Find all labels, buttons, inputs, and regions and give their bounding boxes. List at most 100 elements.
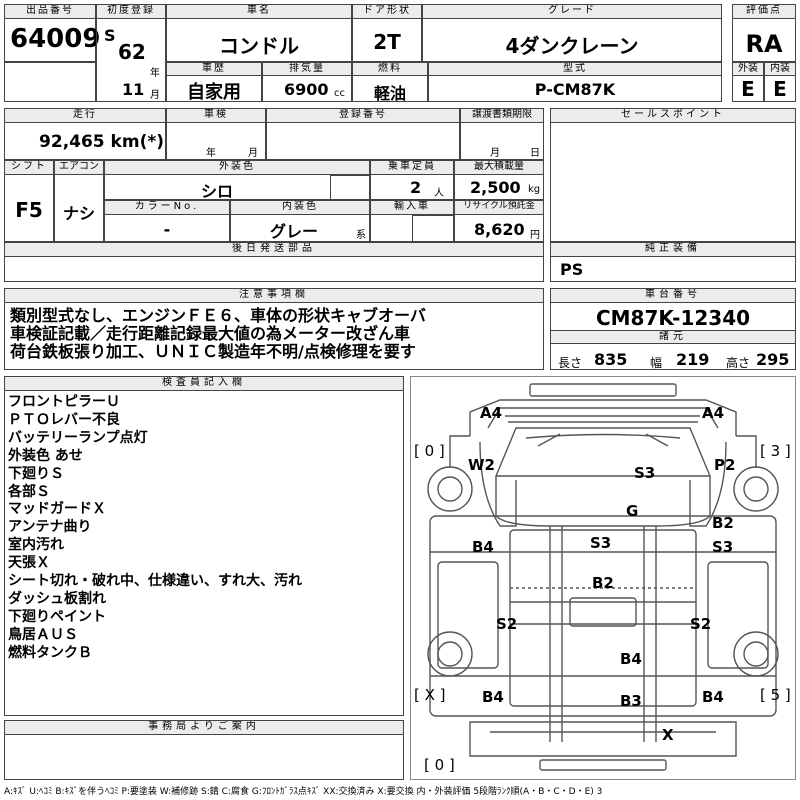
damage-mark: S3 (634, 464, 656, 482)
history-label: 車歴 (166, 62, 262, 76)
inspector-item: 鳥居ＡＵＳ (8, 626, 78, 643)
legend: A:ｷｽﾞ U:ﾍｺﾐ B:ｷｽﾞを伴うﾍｺﾐ P:要塗装 W:補修跡 S:錆 … (4, 787, 603, 797)
int-color: グレー (270, 222, 319, 241)
displacement: 6900 (284, 80, 329, 99)
reg-no-label: 登録番号 (266, 108, 460, 123)
diagram-frame (410, 376, 796, 780)
inspector-item: シート切れ・破れ中、仕様違い、すれ大、汚れ (8, 573, 302, 590)
damage-mark: S2 (690, 615, 712, 633)
recycle: 8,620 (474, 220, 525, 239)
model: P-CM87K (534, 80, 616, 99)
notes-label: 注意事項欄 (4, 288, 544, 303)
ext-color: シロ (200, 182, 233, 201)
max-load-label: 最大積載量 (454, 160, 544, 175)
lot-no: 64009 (10, 24, 101, 54)
door: 2T (373, 30, 401, 54)
bracket-front-right: [ 3 ] (760, 442, 791, 460)
color-no-label: カラーNo. (104, 200, 230, 215)
inspector-item: 燃料タンクＢ (8, 644, 92, 661)
damage-mark: B3 (620, 692, 642, 710)
damage-mark: S3 (712, 538, 734, 556)
damage-mark: X (662, 726, 674, 744)
genuine-equipment: PS (560, 260, 584, 279)
color-no: - (163, 220, 171, 239)
sales-points-cell (550, 108, 796, 242)
inspector-item: ダッシュ板割れ (8, 590, 106, 607)
damage-mark: B4 (620, 650, 642, 668)
mileage-label: 走行 (4, 108, 166, 123)
truck-diagram (427, 383, 779, 771)
chassis-number: CM87K-12340 (595, 306, 751, 330)
inspector-label: 検査員記入欄 (4, 376, 404, 391)
ext-grade: E (741, 77, 755, 101)
bracket-rear-right: [ 5 ] (760, 686, 791, 704)
ext-color-label: 外装色 (104, 160, 370, 175)
damage-mark: S2 (496, 615, 518, 633)
recycle-unit: 円 (530, 230, 540, 241)
history: 自家用 (187, 82, 241, 103)
inspector-list: フロントピラーＵ ＰＴＯレバー不良 バッテリーランプ点灯 外装色 あせ 下廻りＳ… (8, 394, 398, 663)
damage-mark: A4 (480, 404, 503, 422)
ac-label: エアコン (54, 160, 104, 175)
inspector-item: ＰＴＯレバー不良 (8, 411, 120, 428)
model-label: 型式 (428, 62, 722, 76)
shift-label: シフト (4, 160, 54, 175)
height-label: 高さ (726, 356, 751, 370)
int-color-unit: 系 (356, 230, 366, 241)
int-label: 内装 (764, 62, 796, 76)
bracket-rear: [ 0 ] (424, 756, 455, 774)
sales-points-label: セールスポイント (550, 108, 796, 123)
inspector-item: アンテナ曲り (8, 519, 92, 536)
transfer-month-unit: 月 (490, 148, 500, 159)
inspector-item: 下廻りＳ (8, 465, 64, 482)
year-unit: 年 (150, 68, 160, 79)
ext-label: 外装 (732, 62, 764, 76)
capacity-unit: 人 (434, 188, 444, 199)
inspector-item: フロントピラーＵ (8, 394, 120, 410)
damage-mark: B4 (702, 688, 724, 706)
fuel-label: 燃料 (352, 62, 428, 76)
damage-mark: B2 (592, 574, 614, 592)
length: 835 (594, 350, 628, 369)
displacement-label: 排気量 (262, 62, 352, 76)
damage-mark: B4 (472, 538, 494, 556)
door-label: ドア形状 (352, 4, 422, 19)
bracket-front-left: [ 0 ] (414, 442, 445, 460)
int-color-label: 内装色 (230, 200, 370, 215)
inspector-item: マッドガードＸ (8, 501, 106, 518)
score-label: 評価点 (732, 4, 796, 19)
note-line: 類別型式なし、エンジンＦＥ６、車体の形状キャブオーバ (10, 306, 426, 325)
lot-no-label: 出品番号 (4, 4, 96, 19)
inspector-item: 下廻りペイント (8, 608, 106, 625)
car-name: コンドル (219, 34, 299, 58)
lot-no-lower-cell (4, 62, 96, 102)
era: S (104, 26, 116, 45)
displacement-unit: cc (334, 88, 345, 99)
chassis-label: 車台番号 (550, 288, 796, 303)
length-label: 長さ (558, 356, 583, 370)
damage-mark: W2 (468, 456, 495, 474)
inspector-item: 室内汚れ (8, 537, 64, 554)
transfer-label: 譲渡書類期限 (460, 108, 544, 123)
inspector-item: 各部Ｓ (8, 483, 50, 500)
capacity: 2 (410, 178, 422, 197)
later-parts-label: 後日発送部品 (4, 242, 544, 257)
first-reg-label: 初度登録 (96, 4, 166, 19)
damage-mark: P2 (714, 456, 736, 474)
dims-label: 諸元 (550, 330, 796, 344)
damage-mark: S3 (590, 534, 612, 552)
import-label: 輸入車 (370, 200, 454, 215)
int-grade: E (773, 77, 787, 101)
damage-mark: B4 (482, 688, 504, 706)
grade: 4ダンクレーン (505, 34, 639, 58)
fuel: 軽油 (373, 84, 406, 103)
grade-label: グレード (422, 4, 722, 19)
insp-month-unit: 月 (248, 148, 258, 159)
width-label: 幅 (650, 356, 663, 370)
month-unit: 月 (150, 90, 160, 101)
max-load-unit: kg (528, 184, 541, 195)
inspector-item: 外装色 あせ (8, 447, 83, 464)
import-divider (412, 215, 454, 242)
ac: ナシ (62, 204, 95, 223)
ext-color-divider (330, 175, 370, 200)
